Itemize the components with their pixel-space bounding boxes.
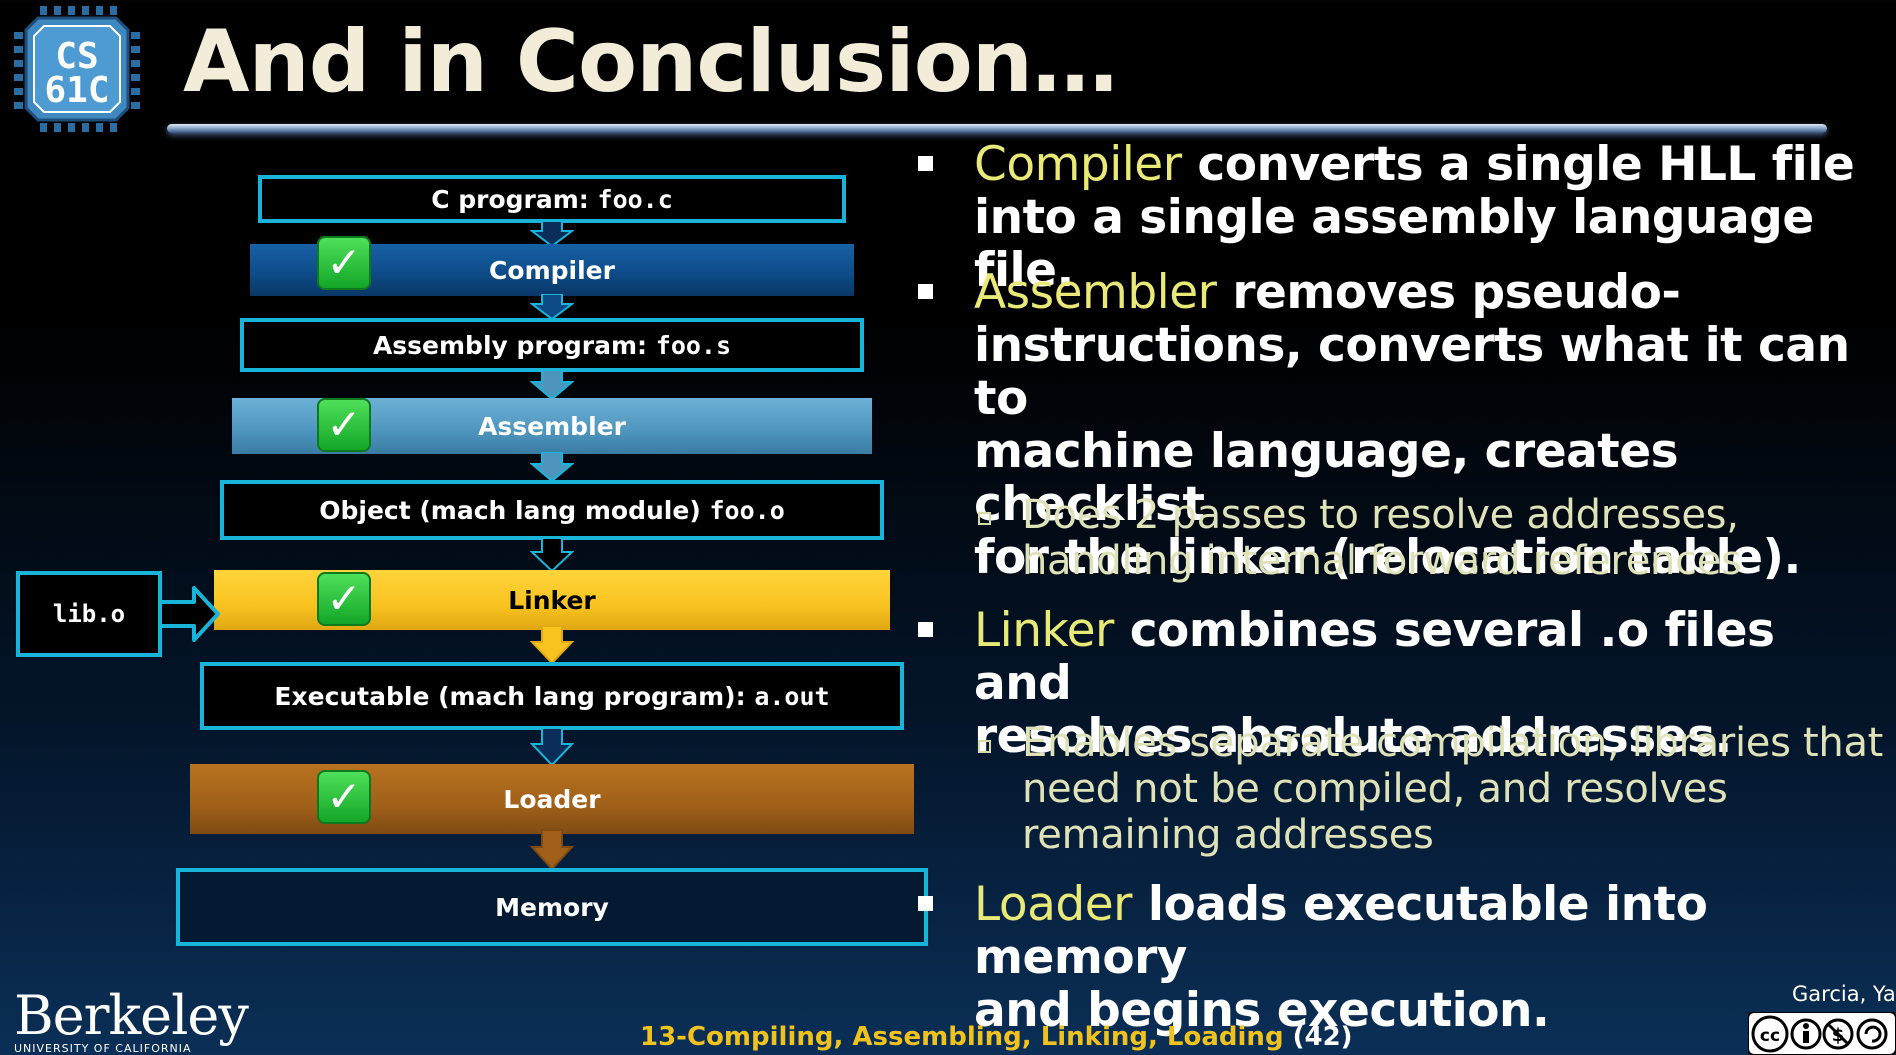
c-program-box: C program: foo.c xyxy=(258,175,846,223)
slide-number: (42) xyxy=(1292,1022,1353,1052)
bullet-marker xyxy=(918,284,933,299)
sub-bullet-linker-text: Enables separate compilation, libraries … xyxy=(1022,720,1884,858)
linker-label: Linker xyxy=(508,585,596,615)
arrow-down-icon xyxy=(530,538,574,572)
loader-keyword: Loader xyxy=(974,877,1133,932)
title-divider xyxy=(167,124,1827,133)
nc-icon: $ xyxy=(1822,1018,1854,1050)
assembly-program-box: Assembly program: foo.s xyxy=(240,318,864,372)
assembler-keyword: Assembler xyxy=(974,265,1217,320)
linker-band: Linker xyxy=(214,570,890,630)
bullet-assembler: Assembler removes pseudo-instructions, c… xyxy=(918,266,1886,584)
c-program-label: C program: xyxy=(431,184,589,214)
sa-icon xyxy=(1856,1018,1888,1050)
lecture-title: 13-Compiling, Assembling, Linking, Loadi… xyxy=(640,1022,1293,1052)
author-credit: Garcia, Yan xyxy=(1792,982,1896,1006)
bullet-marker xyxy=(918,622,933,637)
object-module-box: Object (mach lang module) foo.o xyxy=(220,480,884,540)
lib-file-label: lib.o xyxy=(52,600,126,628)
assembly-file: foo.s xyxy=(655,330,732,360)
slide-footer: 13-Compiling, Assembling, Linking, Loadi… xyxy=(640,1022,1353,1052)
cs61c-logo: CS 61C xyxy=(14,6,140,132)
arrow-down-icon xyxy=(530,626,574,664)
executable-file: a.out xyxy=(754,681,830,711)
compiler-keyword: Compiler xyxy=(974,137,1182,192)
sub-bullet-linker: Enables separate compilation, libraries … xyxy=(978,720,1888,858)
executable-box: Executable (mach lang program): a.out xyxy=(200,662,904,730)
loader-label: Loader xyxy=(503,784,601,814)
logo-text-cs: CS xyxy=(55,36,98,77)
lib-file-box: lib.o xyxy=(16,571,162,657)
memory-box: Memory xyxy=(176,868,928,946)
arrow-down-icon xyxy=(530,452,574,482)
executable-label: Executable (mach lang program): xyxy=(274,681,746,711)
sub-bullet-marker xyxy=(978,512,991,525)
page-title: And in Conclusion… xyxy=(183,12,1118,112)
loader-band: Loader xyxy=(190,764,914,834)
berkeley-subtitle: UNIVERSITY OF CALIFORNIA xyxy=(14,1042,192,1055)
arrow-down-icon xyxy=(530,294,574,320)
sub-bullet-assembler: Does 2 passes to resolve addresses,handl… xyxy=(978,492,1888,584)
sub-bullet-marker xyxy=(978,740,991,753)
object-file: foo.o xyxy=(709,495,785,525)
arrow-down-icon xyxy=(530,370,574,400)
arrow-down-icon xyxy=(530,728,574,766)
arrow-down-icon xyxy=(530,221,574,247)
linker-keyword: Linker xyxy=(974,603,1114,658)
linker-check-icon: ✓ xyxy=(317,572,371,626)
cc-icon: cc xyxy=(1751,1015,1789,1053)
sub-bullet-assembler-text: Does 2 passes to resolve addresses,handl… xyxy=(1022,492,1742,584)
assembler-check-icon: ✓ xyxy=(317,398,371,452)
object-label: Object (mach lang module) xyxy=(319,495,701,525)
memory-label: Memory xyxy=(495,892,609,922)
loader-check-icon: ✓ xyxy=(317,770,371,824)
bullet-assembler-text: Assembler removes pseudo-instructions, c… xyxy=(974,265,1850,585)
logo-text-61c: 61C xyxy=(44,70,109,111)
berkeley-logo: Berkeley UNIVERSITY OF CALIFORNIA xyxy=(14,984,249,1055)
arrow-down-icon xyxy=(530,830,574,870)
assembler-label: Assembler xyxy=(478,411,626,441)
svg-text:cc: cc xyxy=(1760,1026,1780,1046)
assembly-label: Assembly program: xyxy=(372,330,648,360)
berkeley-wordmark: Berkeley xyxy=(14,984,249,1047)
c-program-file: foo.c xyxy=(597,184,673,214)
bullet-marker xyxy=(918,156,933,171)
compiler-check-icon: ✓ xyxy=(317,236,371,290)
arrow-right-icon xyxy=(160,586,220,642)
by-icon xyxy=(1790,1018,1822,1050)
creative-commons-license-icon: cc $ xyxy=(1748,1012,1896,1055)
bullet-marker xyxy=(918,896,933,911)
compiler-label: Compiler xyxy=(489,255,615,285)
